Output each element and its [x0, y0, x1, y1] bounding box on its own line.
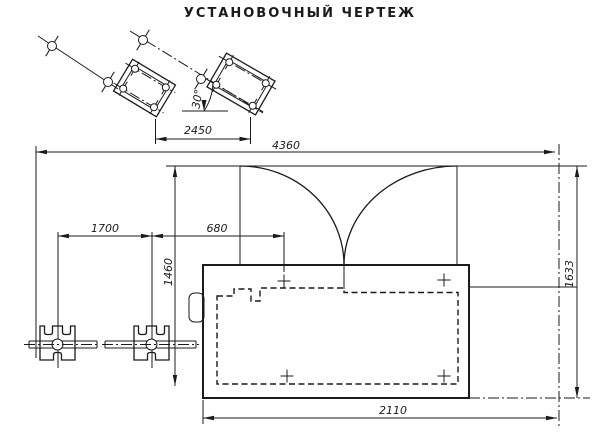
dim-2450: 2450	[184, 124, 212, 137]
corner-bolt	[118, 61, 171, 115]
dimension-1700-680: 1700 680	[57, 222, 285, 368]
dimension-1633: 1633	[469, 166, 590, 399]
tilted-footprint-view: 30° 2450	[37, 29, 277, 144]
dim-1460: 1460	[162, 258, 175, 286]
anchor-axis-line-b	[129, 30, 264, 114]
corner-bolt	[211, 55, 271, 113]
anchor-clamp-2	[102, 325, 199, 361]
side-bracket	[188, 292, 205, 323]
tilted-base-left	[112, 58, 177, 118]
bolt-cross-marks	[277, 273, 451, 383]
dim-angle: 30°	[189, 88, 205, 109]
swing-envelope	[166, 165, 587, 289]
dim-4360: 4360	[272, 139, 300, 152]
dimension-1460: 1460	[162, 166, 178, 386]
anchor-bolt-symbol	[136, 29, 208, 90]
dim-680: 680	[207, 222, 228, 235]
machine-bed-hidden-outline	[216, 287, 459, 385]
swing-arc-right	[343, 165, 458, 265]
angle-dimension: 30°	[182, 82, 228, 112]
dim-1700: 1700	[91, 222, 119, 235]
dim-1633: 1633	[563, 260, 576, 288]
base-plate-plan	[188, 264, 470, 399]
tilted-base-right	[205, 52, 277, 116]
anchor-clamp-1	[24, 325, 100, 361]
dimension-4360: 4360	[35, 139, 560, 426]
dim-2110: 2110	[379, 404, 407, 417]
base-plate-outline	[202, 264, 470, 399]
anchor-bolt-symbol	[45, 35, 115, 93]
swing-arc-left	[239, 165, 345, 265]
dimension-2450: 2450	[155, 117, 251, 144]
dimension-2110: 2110	[202, 400, 557, 424]
drawing-title: УСТАНОВОЧНЫЙ ЧЕРТЕЖ	[184, 5, 416, 21]
